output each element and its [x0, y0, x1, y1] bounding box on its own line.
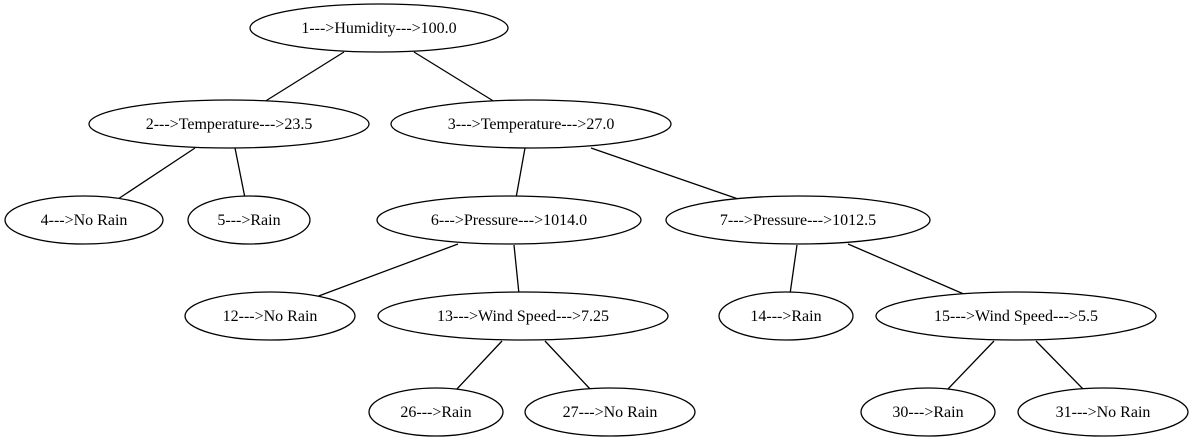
tree-node-6: 6--->Pressure--->1014.0 — [376, 195, 642, 245]
tree-node-7: 7--->Pressure--->1012.5 — [665, 195, 931, 245]
node-30-label: 30--->Rain — [892, 404, 963, 421]
tree-node-5: 5--->Rain — [187, 195, 311, 245]
node-26-ellipse — [368, 387, 504, 437]
node-4-ellipse — [4, 195, 164, 245]
node-5-ellipse — [187, 195, 311, 245]
node-2-label: 2--->Temperature--->23.5 — [146, 116, 313, 133]
tree-node-15: 15--->Wind Speed--->5.5 — [875, 291, 1157, 341]
tree-node-1: 1--->Humidity--->100.0 — [249, 3, 509, 53]
tree-node-26: 26--->Rain — [368, 387, 504, 437]
node-1-ellipse — [249, 3, 509, 53]
node-27-label: 27--->No Rain — [563, 404, 658, 421]
edge-n6-n13 — [513, 244, 520, 295]
edge-n7-n14 — [789, 244, 798, 295]
node-7-ellipse — [665, 195, 931, 245]
edge-n6-n12 — [315, 243, 459, 298]
node-13-ellipse — [377, 291, 669, 341]
tree-node-14: 14--->Rain — [718, 291, 854, 341]
node-7-label: 7--->Pressure--->1012.5 — [720, 212, 876, 229]
node-3-ellipse — [390, 99, 672, 149]
node-14-label: 14--->Rain — [750, 308, 821, 325]
node-15-label: 15--->Wind Speed--->5.5 — [934, 308, 1098, 325]
node-3-label: 3--->Temperature--->27.0 — [448, 116, 615, 133]
edge-n2-n5 — [234, 147, 246, 199]
tree-node-12: 12--->No Rain — [184, 291, 356, 341]
node-31-label: 31--->No Rain — [1056, 404, 1151, 421]
tree-node-27: 27--->No Rain — [524, 387, 696, 437]
node-31-ellipse — [1017, 387, 1189, 437]
tree-node-4: 4--->No Rain — [4, 195, 164, 245]
node-14-ellipse — [718, 291, 854, 341]
tree-node-3: 3--->Temperature--->27.0 — [390, 99, 672, 149]
tree-node-13: 13--->Wind Speed--->7.25 — [377, 291, 669, 341]
tree-node-31: 31--->No Rain — [1017, 387, 1189, 437]
node-15-ellipse — [875, 291, 1157, 341]
node-6-label: 6--->Pressure--->1014.0 — [431, 212, 587, 229]
tree-edges — [117, 51, 1085, 391]
node-5-label: 5--->Rain — [217, 212, 280, 229]
tree-node-2: 2--->Temperature--->23.5 — [88, 99, 370, 149]
tree-node-30: 30--->Rain — [860, 387, 996, 437]
edge-n1-n3 — [413, 51, 496, 103]
edge-n3-n6 — [515, 147, 526, 199]
node-1-label: 1--->Humidity--->100.0 — [301, 20, 456, 37]
node-6-ellipse — [376, 195, 642, 245]
edge-n15-n30 — [946, 340, 995, 391]
node-2-ellipse — [88, 99, 370, 149]
node-27-ellipse — [524, 387, 696, 437]
edge-n7-n15 — [847, 243, 967, 296]
tree-nodes: 1--->Humidity--->100.0 2--->Temperature-… — [4, 3, 1189, 437]
node-26-label: 26--->Rain — [400, 404, 471, 421]
edge-n13-n27 — [544, 340, 592, 391]
edge-n3-n7 — [590, 147, 742, 201]
edge-n2-n4 — [117, 147, 196, 200]
edge-n1-n2 — [263, 51, 345, 103]
node-12-ellipse — [184, 291, 356, 341]
node-4-label: 4--->No Rain — [41, 212, 128, 229]
node-30-ellipse — [860, 387, 996, 437]
node-13-label: 13--->Wind Speed--->7.25 — [437, 308, 609, 325]
edge-n13-n26 — [455, 340, 503, 391]
edge-n15-n31 — [1035, 340, 1085, 391]
node-12-label: 12--->No Rain — [223, 308, 318, 325]
